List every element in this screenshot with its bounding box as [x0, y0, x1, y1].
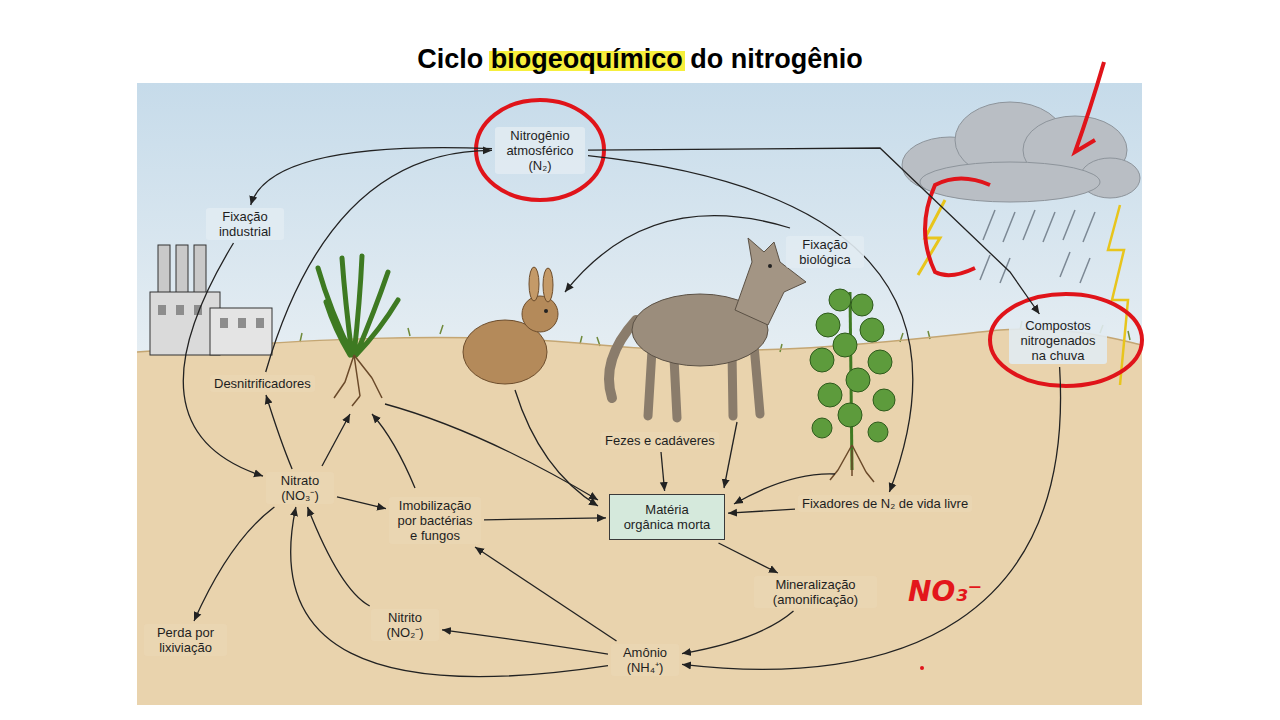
cycle-arrow: [442, 630, 608, 654]
concept-label: Compostos nitrogenados na chuva: [1009, 317, 1107, 364]
cycle-arrow: [475, 547, 617, 641]
lightning: [1108, 205, 1128, 385]
rabbit-head: [522, 296, 558, 332]
concept-label: Desnitrificadores: [210, 375, 315, 392]
concept-label: Perda por lixiviação: [144, 624, 227, 656]
cycle-arrow: [588, 148, 1039, 314]
decay-arrow: [515, 390, 598, 506]
cycle-arrow: [194, 507, 274, 621]
node-text: Mineralização (amonificação): [758, 577, 873, 607]
concept-label: Fezes e cadáveres: [601, 432, 719, 449]
rain: [980, 210, 1095, 283]
node-text: Imobilização por bactérias e fungos: [393, 498, 477, 543]
rabbit-ear: [543, 268, 553, 302]
factory-building: [210, 308, 272, 355]
cycle-arrow: [719, 543, 778, 573]
rabbit-eye: [544, 309, 548, 313]
concept-label: Fixação industrial: [206, 208, 284, 240]
node-text: Nitrato (NO₃⁻): [270, 473, 330, 503]
red-mark: [1075, 62, 1104, 152]
legume-leaves: [810, 289, 895, 442]
concept-label: Nitrogênio atmosférico (N₂): [495, 127, 585, 174]
factory-chimney: [176, 245, 188, 295]
grass-plant: [318, 256, 398, 355]
node-text: Fixadores de N₂ de vida livre: [802, 496, 968, 511]
red-mark: [925, 179, 990, 276]
cycle-arrow: [484, 518, 606, 520]
cycle-arrow: [588, 156, 913, 492]
factory-chimney: [194, 245, 206, 295]
concept-label: Mineralização (amonificação): [754, 576, 877, 608]
ground: [137, 329, 1142, 705]
decay-arrow: [724, 422, 737, 488]
diagram-title: Ciclo biogeoquímico do nitrogênio: [0, 42, 1280, 76]
node-text: Nitrogênio atmosférico (N₂): [499, 128, 581, 173]
concept-label: Nitrato (NO₃⁻): [266, 472, 334, 504]
cycle-arrow: [266, 150, 492, 372]
red-dot: [920, 666, 924, 670]
red-circle: [990, 294, 1142, 386]
cycle-arrow: [337, 497, 386, 509]
process-box: Matéria orgânica morta: [609, 494, 725, 540]
concept-label: Nitrito (NO₂⁻): [371, 609, 439, 641]
cycle-arrow: [682, 367, 1061, 669]
node-text: Fixação industrial: [210, 209, 280, 239]
node-text: Fixação biológica: [790, 237, 860, 267]
annotation-text: NO₃⁻: [908, 576, 982, 608]
uptake-arrow: [322, 414, 350, 466]
node-text: Perda por lixiviação: [148, 625, 223, 655]
plant-roots: [334, 355, 382, 406]
uptake-arrow: [372, 414, 415, 488]
node-text: Nitrito (NO₂⁻): [375, 610, 435, 640]
node-text: Fezes e cadáveres: [605, 433, 715, 448]
cycle-arrow: [682, 611, 794, 654]
concept-label: Amônio (NH₄⁺): [611, 644, 679, 676]
decay-arrow: [385, 404, 598, 500]
node-text: Desnitrificadores: [214, 376, 311, 391]
concept-label: Fixadores de N₂ de vida livre: [798, 495, 972, 512]
red-circle: [476, 100, 604, 200]
cycle-arrow: [308, 507, 370, 606]
feeding-arrow: [565, 216, 790, 292]
concept-label: Imobilização por bactérias e fungos: [389, 497, 481, 544]
node-text: Matéria orgânica morta: [622, 502, 712, 532]
cycle-arrow: [661, 452, 665, 491]
factory-windows: [158, 305, 264, 328]
cloud: [902, 102, 1140, 202]
legume-roots: [830, 445, 874, 482]
wolf-eye: [768, 264, 772, 268]
sky: [137, 83, 1142, 705]
concept-label: Fixação biológica: [786, 236, 864, 268]
node-text: Amônio (NH₄⁺): [615, 645, 675, 675]
factory-chimney: [158, 245, 170, 295]
cycle-arrow: [728, 509, 795, 513]
node-text: Compostos nitrogenados na chuva: [1013, 318, 1103, 363]
cycle-arrow: [251, 148, 492, 205]
cycle-arrow: [266, 395, 292, 469]
rabbit-ear: [529, 267, 539, 301]
cycle-arrow: [183, 243, 263, 476]
